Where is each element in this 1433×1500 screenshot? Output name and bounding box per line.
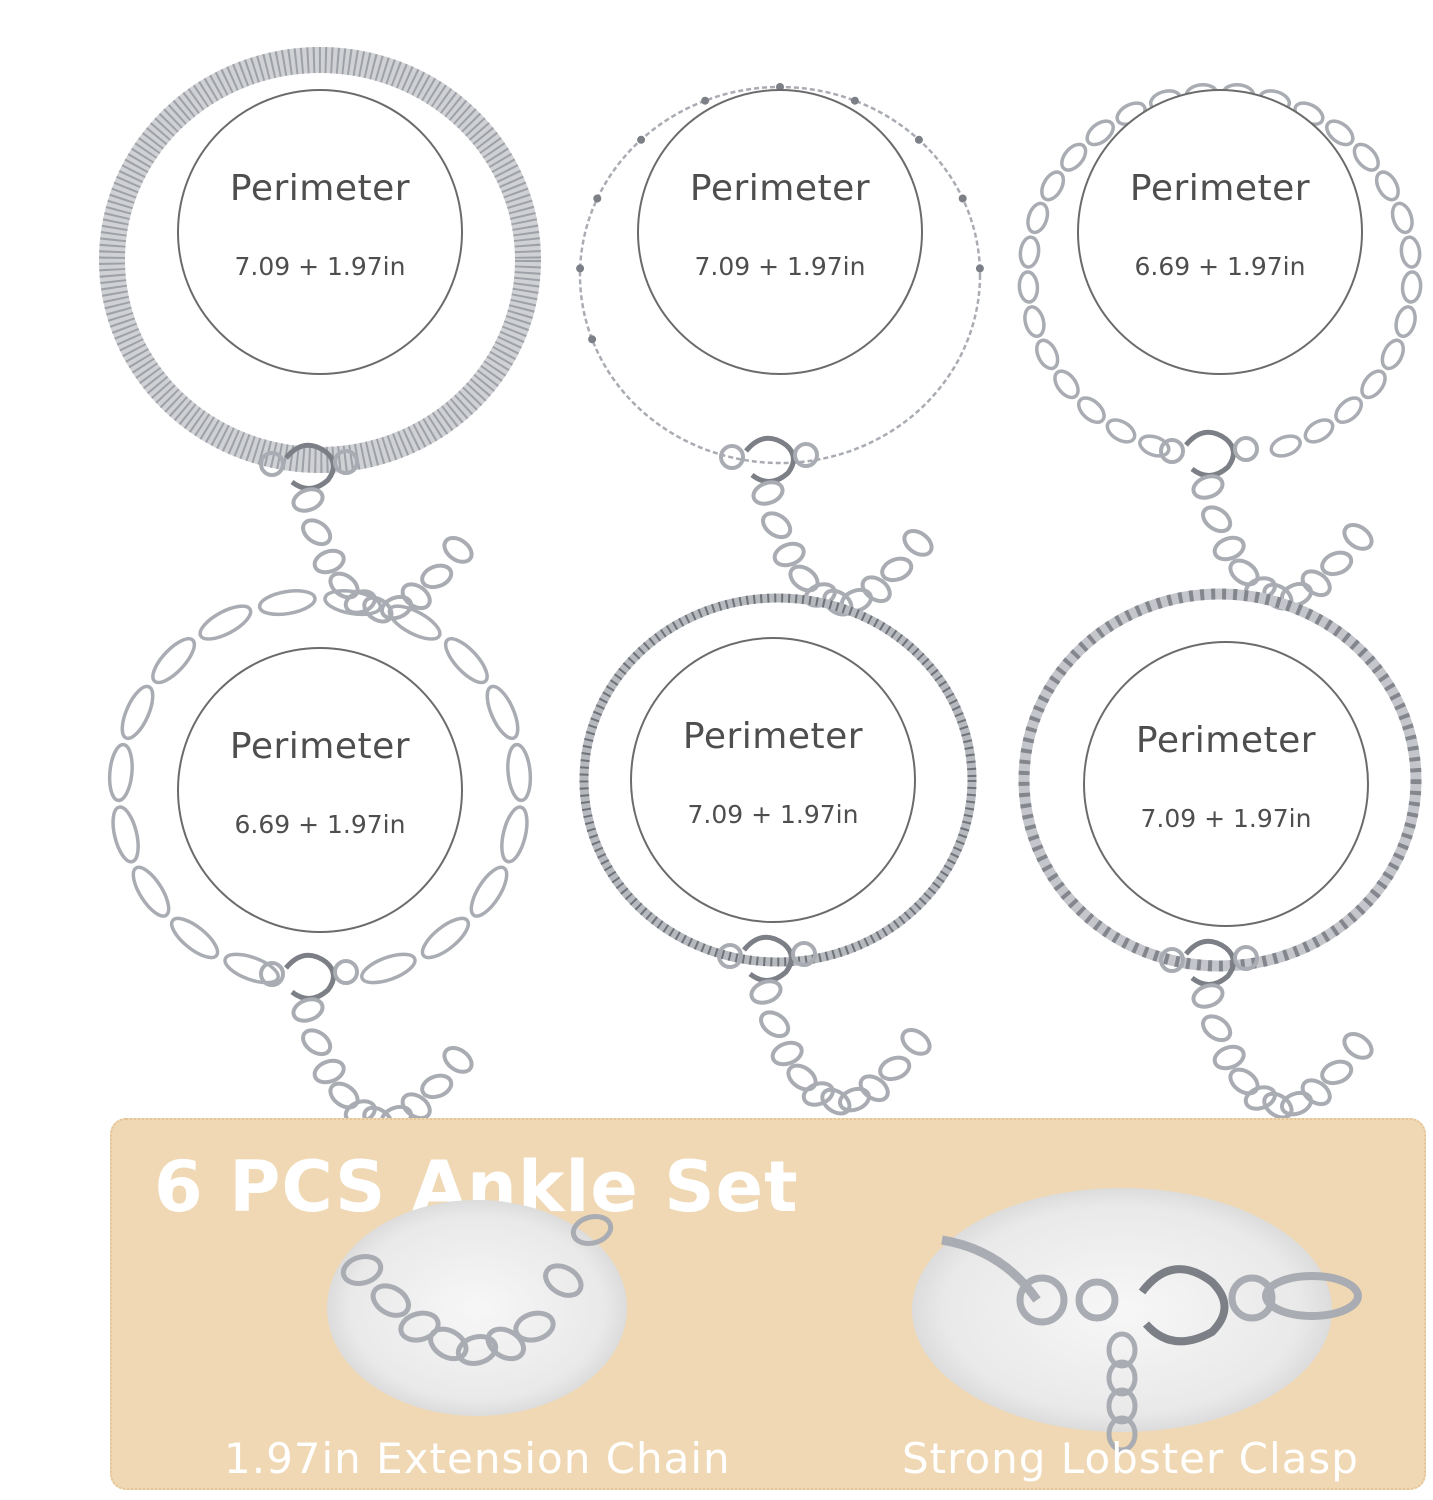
perimeter-measurement-1: 7.09 + 1.97in	[234, 252, 406, 281]
perimeter-measurement-4: 6.69 + 1.97in	[234, 810, 406, 839]
perimeter-circle-3	[1077, 89, 1363, 375]
perimeter-heading-1: Perimeter	[229, 168, 411, 209]
perimeter-heading-2: Perimeter	[689, 168, 871, 209]
perimeter-measurement-6: 7.09 + 1.97in	[1140, 804, 1312, 833]
perimeter-circle-1	[177, 89, 463, 375]
perimeter-heading-4: Perimeter	[229, 726, 411, 767]
perimeter-heading-3: Perimeter	[1129, 168, 1311, 209]
perimeter-circle-2	[637, 89, 923, 375]
bracelet-figaro	[1017, 82, 1423, 611]
lobster-clasp-caption: Strong Lobster Clasp	[902, 1434, 1359, 1483]
extension-chain-closeup	[327, 1200, 627, 1416]
perimeter-heading-6: Perimeter	[1135, 720, 1317, 761]
extension-chain-caption: 1.97in Extension Chain	[224, 1434, 731, 1483]
perimeter-heading-5: Perimeter	[682, 716, 864, 757]
bracelet-satellite	[576, 83, 984, 617]
perimeter-circle-5	[630, 637, 916, 923]
feature-closeups	[327, 1188, 1362, 1453]
bracelet-rope	[1018, 588, 1422, 1120]
perimeter-measurement-3: 6.69 + 1.97in	[1134, 252, 1306, 281]
perimeter-measurement-2: 7.09 + 1.97in	[694, 252, 866, 281]
bracelet-paperclip	[107, 589, 533, 1134]
perimeter-circle-4	[177, 647, 463, 933]
perimeter-circle-6	[1083, 641, 1369, 927]
bracelet-herringbone	[99, 47, 541, 624]
lobster-clasp-closeup	[912, 1188, 1332, 1432]
feature-banner: 6 PCS Ankle Set 1.97in Extension Chain S…	[110, 1118, 1426, 1490]
bracelet-box	[579, 593, 977, 1116]
perimeter-measurement-5: 7.09 + 1.97in	[687, 800, 859, 829]
